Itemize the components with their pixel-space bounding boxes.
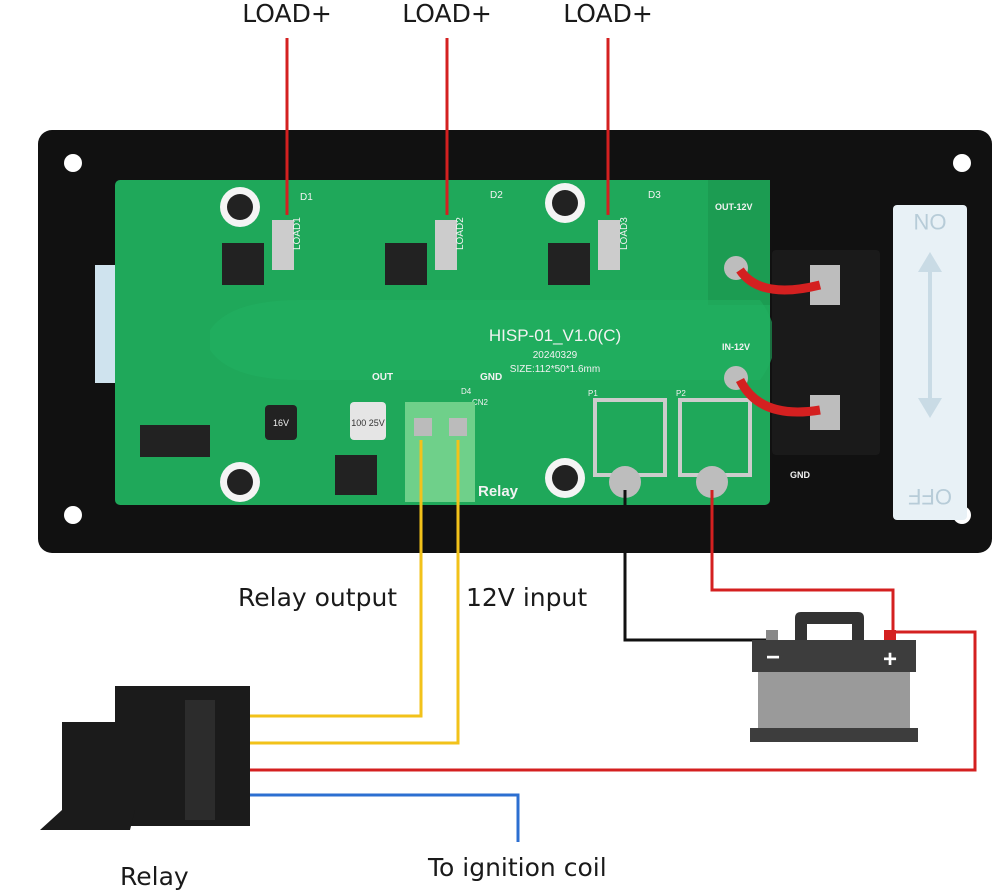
regulator xyxy=(335,455,377,495)
load-plus-label-1: LOAD+ xyxy=(242,0,332,28)
board-model: HISP-01_V1.0(C) xyxy=(489,326,621,345)
d3-label: D3 xyxy=(648,190,661,201)
mount-hole xyxy=(953,154,971,172)
out-label: OUT xyxy=(372,372,393,383)
load-plus-label-3: LOAD+ xyxy=(563,0,653,28)
in-12v-label: IN-12V xyxy=(722,342,750,352)
cn2-label: CN2 xyxy=(472,398,489,407)
rocker-switch[interactable] xyxy=(772,250,880,455)
board-size: SIZE:112*50*1.6mm xyxy=(510,364,600,375)
relay-label: Relay xyxy=(120,862,189,891)
capacitor-label: 100 25V xyxy=(351,418,385,428)
gnd-terminal-label: GND xyxy=(790,470,811,480)
side-window xyxy=(95,265,117,383)
switch-off-label: OFF xyxy=(908,484,952,509)
capacitor xyxy=(265,405,297,440)
capacitor xyxy=(350,402,386,440)
load2-label: LOAD2 xyxy=(455,217,466,250)
relay-output-wire xyxy=(245,440,423,718)
12v-input-wire xyxy=(245,440,460,745)
board-date: 20240329 xyxy=(533,350,578,361)
battery-positive-wire xyxy=(710,490,895,632)
mount-hole xyxy=(64,154,82,172)
screw-icon xyxy=(220,183,585,502)
terminal-block-cn2[interactable] xyxy=(405,402,475,502)
mount-hole xyxy=(64,506,82,524)
battery-terminal-p2[interactable] xyxy=(678,398,752,498)
d1-label: D1 xyxy=(300,192,313,203)
relay-icon xyxy=(40,686,250,830)
out-12v-label: OUT-12V xyxy=(715,202,753,212)
battery-negative-wire xyxy=(623,490,772,642)
load1-label: LOAD1 xyxy=(292,217,303,250)
ignition-wire xyxy=(250,793,520,842)
capacitor-label: 16V xyxy=(273,418,289,428)
battery-minus: − xyxy=(766,644,780,671)
gnd-label: GND xyxy=(480,372,502,383)
d2-label: D2 xyxy=(490,190,503,201)
p2-label: P2 xyxy=(676,389,686,398)
relay-output-label: Relay output xyxy=(238,583,397,612)
switch-on-label: ON xyxy=(914,209,947,234)
battery-terminal-p1[interactable] xyxy=(593,398,667,498)
battery-plus: + xyxy=(883,646,897,673)
load3-label: LOAD3 xyxy=(619,217,630,250)
load-plus-label-2: LOAD+ xyxy=(402,0,492,28)
ignition-coil-label: To ignition coil xyxy=(427,853,607,882)
ic-chip xyxy=(140,425,210,457)
wires xyxy=(245,38,977,842)
battery-icon: − + xyxy=(750,612,918,742)
12v-input-label: 12V input xyxy=(466,583,587,612)
relay-power-wire xyxy=(245,630,977,772)
relay-board-label: Relay xyxy=(478,483,519,500)
p1-label: P1 xyxy=(588,389,598,398)
d4-label: D4 xyxy=(461,387,472,396)
mosfet xyxy=(222,220,620,285)
